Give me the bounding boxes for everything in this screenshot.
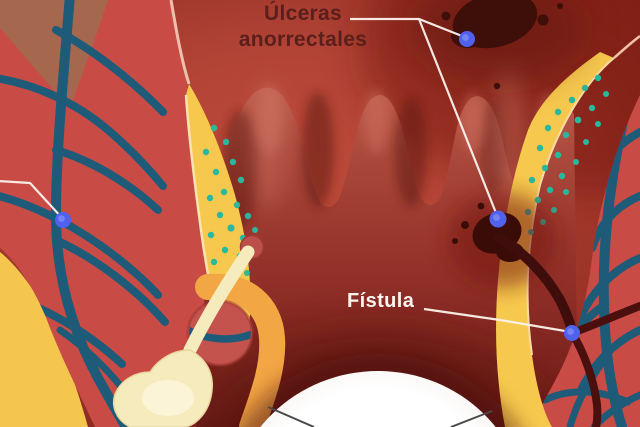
ulcer-lower-and-fistula bbox=[447, 192, 640, 427]
fistula-branch-down bbox=[568, 329, 602, 427]
bottom-leader-lines bbox=[267, 406, 493, 427]
marker-dot-left[interactable] bbox=[55, 212, 71, 228]
fistula-tract bbox=[494, 233, 577, 337]
marker-dot-ulcer-lower[interactable] bbox=[489, 210, 507, 228]
label-ulceras-anorrectales: Úlceras anorrectales bbox=[205, 1, 401, 53]
sphincter-orange-band bbox=[195, 273, 286, 427]
leader-fistula bbox=[423, 307, 572, 334]
leader-lines bbox=[0, 17, 572, 334]
leader-left-offscreen bbox=[0, 180, 64, 220]
marker-dot-ulcer-top[interactable] bbox=[459, 31, 475, 47]
bottom-leader-right bbox=[450, 410, 493, 427]
label-ulceras-line1: Úlceras bbox=[264, 2, 342, 25]
lower-left-structures bbox=[112, 245, 286, 427]
nerve-stalk bbox=[183, 245, 255, 357]
right-fat-band bbox=[496, 52, 614, 427]
left-wall-highlight bbox=[252, 80, 284, 210]
left-mucosa-line bbox=[169, 0, 191, 85]
nerve-bulb-highlight bbox=[142, 380, 194, 416]
label-ulceras-line2: anorrectales bbox=[238, 28, 368, 51]
left-fat-corner bbox=[0, 252, 88, 427]
marker-dots bbox=[55, 31, 580, 341]
bottom-leader-left bbox=[267, 406, 315, 427]
ulcer-top bbox=[413, 0, 583, 90]
label-fistula: Fístula bbox=[347, 290, 415, 312]
right-mucosa-line bbox=[613, 35, 640, 59]
marker-dot-fistula[interactable] bbox=[564, 325, 580, 341]
anal-opening-dome bbox=[260, 371, 496, 427]
leader-ulcer-lower bbox=[417, 18, 500, 219]
left-levator-wedge bbox=[0, 0, 108, 108]
